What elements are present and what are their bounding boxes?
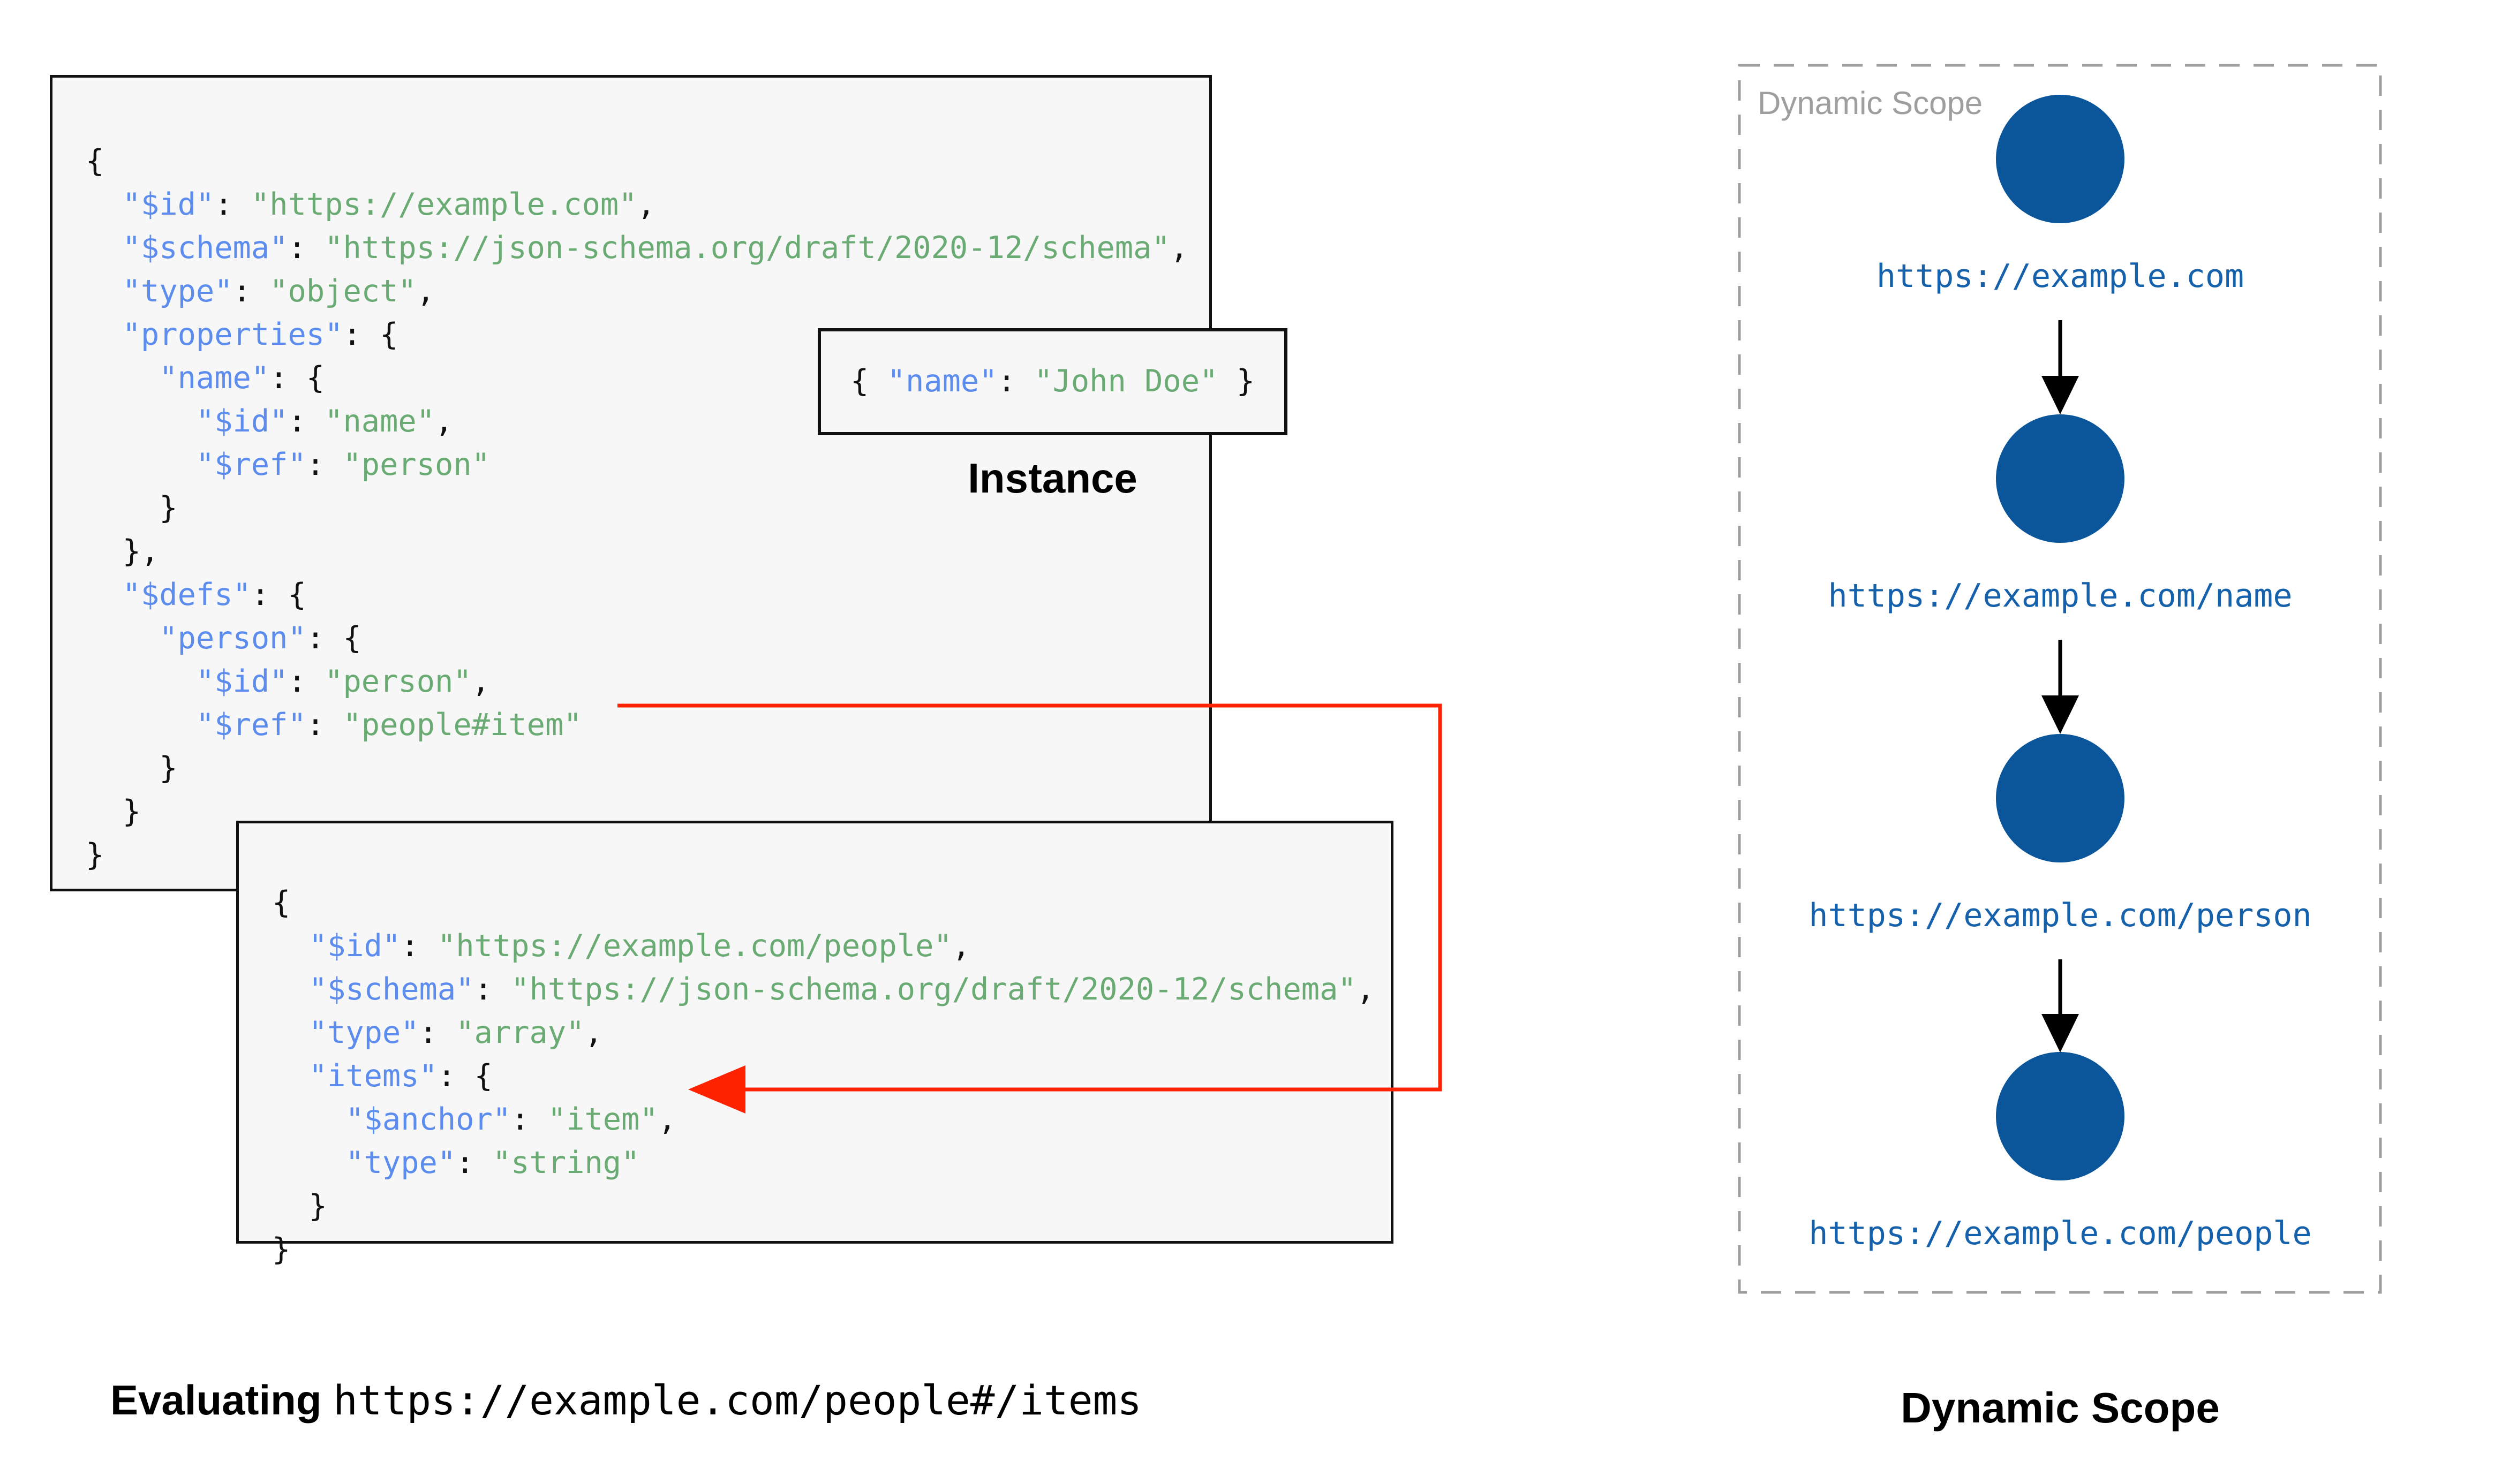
instance-box: { "name": "John Doe" } <box>818 328 1287 435</box>
scope-node-circle-1 <box>1996 95 2124 223</box>
instance-label: Instance <box>968 455 1137 502</box>
scope-node-circle-3 <box>1996 734 2124 862</box>
instance-code: { "name": "John Doe" } <box>850 364 1255 399</box>
scope-node-label-3: https://example.com/person <box>1808 897 2312 934</box>
schema-code-primary: { "$id": "https://example.com", "$schema… <box>86 143 1189 873</box>
evaluating-caption-bold: Evaluating <box>110 1376 334 1424</box>
dynamic-scope-panel: Dynamic Scope https://example.com https:… <box>1738 64 2382 1294</box>
evaluating-caption-url: https://example.com/people#/items <box>333 1376 1142 1424</box>
schema-code-people: { "$id": "https://example.com/people", "… <box>272 885 1375 1267</box>
scope-node-label-1: https://example.com <box>1876 258 2244 295</box>
scope-node-label-4: https://example.com/people <box>1808 1215 2312 1252</box>
evaluating-caption: Evaluating https://example.com/people#/i… <box>110 1376 1142 1425</box>
dynamic-scope-panel-label: Dynamic Scope <box>1758 85 1983 121</box>
dynamic-scope-caption: Dynamic Scope <box>1901 1384 2220 1432</box>
scope-node-label-2: https://example.com/name <box>1828 577 2293 615</box>
scope-node-circle-2 <box>1996 414 2124 543</box>
scope-node-circle-4 <box>1996 1052 2124 1180</box>
